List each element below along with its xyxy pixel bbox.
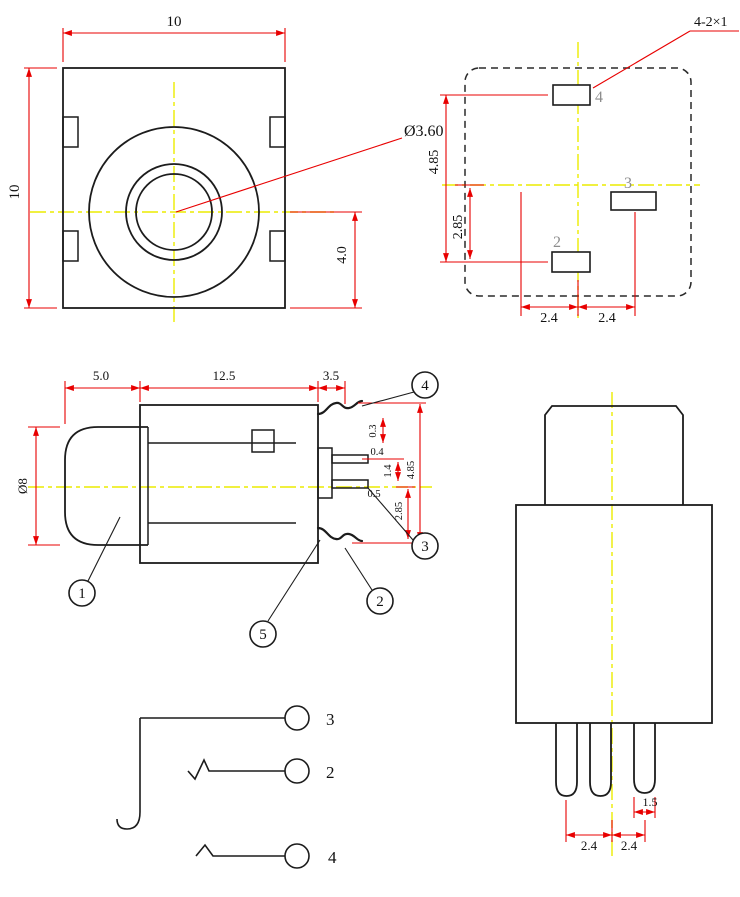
schematic-view: 3 2 4 bbox=[116, 705, 337, 869]
pitch-left-label: 2.4 bbox=[540, 311, 558, 326]
outer-boss-circle bbox=[88, 126, 260, 298]
pin-width-label: 1.5 bbox=[643, 795, 658, 809]
jack-body-outline bbox=[62, 67, 286, 309]
pin-t-mid-label: 0.4 bbox=[370, 447, 384, 458]
callout-1: 1 bbox=[68, 579, 96, 607]
half-v-label: 2.85 bbox=[451, 215, 466, 240]
callout-leaders bbox=[87, 391, 415, 622]
front-view: 1.5 2.4 2.4 bbox=[515, 392, 713, 858]
half-v-label: 2.85 bbox=[394, 502, 405, 520]
len-body-label: 12.5 bbox=[213, 368, 236, 383]
body-outline bbox=[515, 504, 713, 724]
pin-5-straight-leg bbox=[331, 479, 369, 489]
span-v-label: 4.85 bbox=[427, 150, 442, 175]
pitch-right-label: 2.4 bbox=[598, 311, 616, 326]
sleeve-wire-hook bbox=[116, 718, 141, 830]
pad-4-label: 4 bbox=[595, 89, 603, 106]
mounting-notches bbox=[62, 116, 286, 262]
svg-text:3: 3 bbox=[421, 539, 429, 555]
dimension-lines bbox=[565, 797, 656, 842]
len-front-label: 5.0 bbox=[93, 368, 109, 383]
dim-height-label: 10 bbox=[7, 185, 23, 200]
pin3-label: 3 bbox=[326, 710, 335, 729]
housing-window bbox=[251, 429, 275, 453]
pad-3 bbox=[610, 191, 657, 211]
svg-text:5: 5 bbox=[259, 627, 267, 643]
centerlines bbox=[30, 82, 335, 322]
pin4-terminal-circle bbox=[284, 843, 310, 869]
barrel-dia-label: Ø8 bbox=[15, 478, 30, 494]
cap-outline bbox=[544, 405, 684, 505]
bushing-circle bbox=[125, 163, 223, 261]
span-v-label: 4.85 bbox=[406, 461, 417, 479]
svg-text:4: 4 bbox=[421, 378, 429, 394]
jack-hole-circle bbox=[135, 173, 213, 251]
center-offset-label: 4.0 bbox=[335, 246, 350, 264]
callout-3: 3 bbox=[411, 532, 439, 560]
pitch-right-label: 2.4 bbox=[621, 838, 638, 853]
top-view: 10 10 Ø3.60 4.0 bbox=[7, 14, 444, 322]
pcb-footprint-view: 4 3 2 4-2×1 4.85 2.85 2.4 2.4 bbox=[427, 15, 739, 326]
centerlines bbox=[442, 42, 700, 322]
pin4-switch-wire bbox=[195, 843, 285, 857]
hole-note-label: 4-2×1 bbox=[694, 15, 728, 30]
housing-outline bbox=[139, 404, 319, 564]
svg-text:1: 1 bbox=[78, 586, 86, 602]
len-pins-label: 3.5 bbox=[323, 368, 339, 383]
pitch-left-label: 2.4 bbox=[581, 838, 598, 853]
prongs bbox=[555, 723, 656, 797]
pin-gap-label: 1.4 bbox=[383, 464, 394, 478]
callout-4: 4 bbox=[411, 371, 439, 399]
pad-4 bbox=[552, 84, 591, 106]
pin2-terminal-circle bbox=[284, 758, 310, 784]
pad-2 bbox=[551, 251, 591, 273]
pin2-switch-wire bbox=[187, 758, 285, 781]
dim-width-label: 10 bbox=[167, 14, 182, 30]
dimension-lines bbox=[24, 28, 403, 309]
pin4-label: 4 bbox=[328, 848, 337, 867]
pad-3-label: 3 bbox=[624, 175, 632, 192]
pin-4-bent-leg bbox=[316, 399, 364, 416]
pin3-terminal-circle bbox=[284, 705, 310, 731]
dimension-lines bbox=[440, 30, 739, 316]
pin-stub bbox=[317, 447, 333, 499]
hole-diameter-label: Ø3.60 bbox=[404, 123, 444, 140]
svg-text:2: 2 bbox=[376, 594, 384, 610]
pad-2-label: 2 bbox=[553, 234, 561, 251]
barrel-outline bbox=[64, 426, 148, 546]
callout-5: 5 bbox=[249, 620, 277, 648]
callout-2: 2 bbox=[366, 587, 394, 615]
pin-2-bent-leg bbox=[316, 526, 364, 543]
pin-t-top-label: 0.3 bbox=[368, 424, 379, 437]
pin2-label: 2 bbox=[326, 763, 335, 782]
side-view: 5.0 12.5 3.5 Ø8 0.3 0.4 1.4 0.5 4.85 2.8… bbox=[15, 368, 439, 648]
